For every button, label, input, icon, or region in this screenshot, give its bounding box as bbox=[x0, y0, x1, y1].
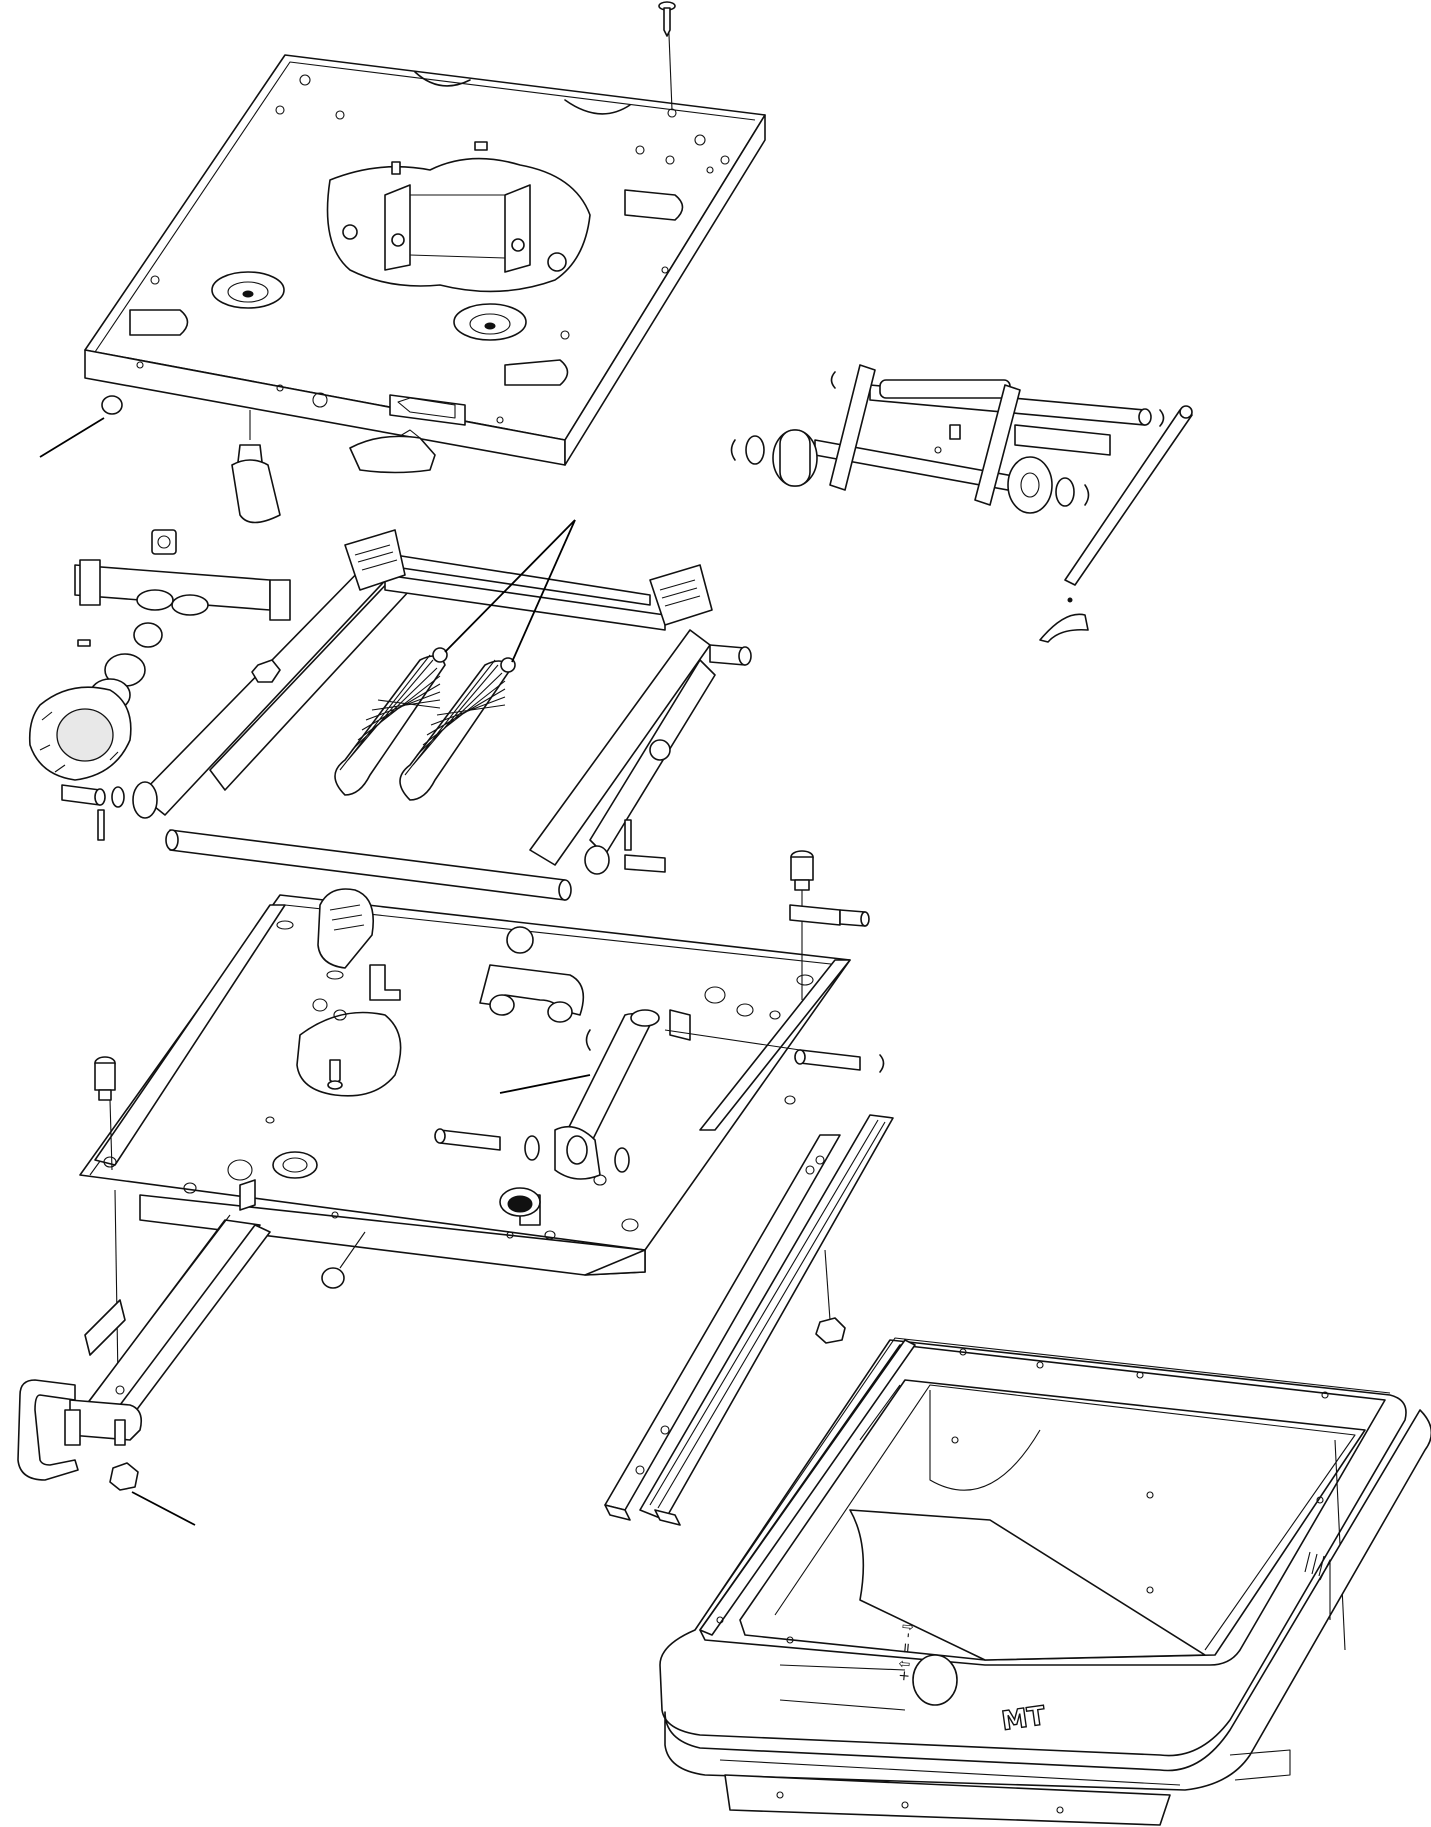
adjuster-knob-group bbox=[28, 529, 666, 875]
adjuster-rod bbox=[1039, 405, 1193, 643]
bolt-left bbox=[94, 1056, 119, 1381]
tension-springs bbox=[334, 519, 576, 801]
release-lever bbox=[349, 429, 436, 474]
top-mounting-plate bbox=[84, 54, 766, 466]
middle-base-plate bbox=[79, 888, 851, 1276]
adjust-symbols: +⇧ = -⇩ bbox=[896, 1620, 917, 1682]
nut-bottom-left bbox=[109, 1462, 196, 1526]
scissor-frame bbox=[139, 529, 752, 901]
mid-right-pins bbox=[664, 850, 885, 1073]
side-slot-marks bbox=[1304, 1551, 1325, 1577]
left-slide-rail bbox=[17, 1214, 271, 1481]
plug-cap-left bbox=[39, 395, 123, 458]
nut-right bbox=[815, 1249, 846, 1344]
plug-cap-bottom bbox=[321, 1231, 366, 1289]
gas-spring bbox=[434, 1009, 660, 1180]
rubber-buffer bbox=[231, 410, 281, 524]
top-screw bbox=[658, 1, 676, 111]
shaft-roller-assembly bbox=[730, 364, 1165, 514]
brand-logo: MT bbox=[1000, 1701, 1048, 1737]
bottom-seat-frame bbox=[659, 1337, 1431, 1826]
right-slide-rail bbox=[604, 1114, 894, 1526]
